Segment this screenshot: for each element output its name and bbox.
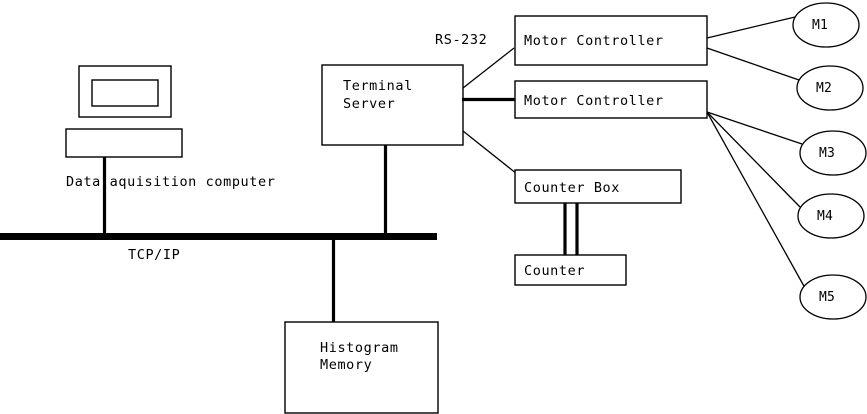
link-controller2-to-m5 bbox=[706, 111, 806, 289]
motor-m5-label: M5 bbox=[819, 290, 836, 305]
motor-controller-1-box bbox=[514, 15, 708, 66]
motor-m5-ellipse bbox=[799, 274, 867, 320]
motor-m1-label: M1 bbox=[812, 18, 829, 33]
motor-m4-ellipse bbox=[797, 193, 865, 239]
motor-m1-ellipse bbox=[792, 2, 860, 48]
tcpip-link-label: TCP/IP bbox=[128, 247, 181, 263]
link-terminal-to-counter-box bbox=[462, 130, 518, 175]
computer-base-unit bbox=[65, 128, 183, 158]
motor-m2-ellipse bbox=[796, 65, 864, 111]
rs232-link-label: RS-232 bbox=[435, 32, 488, 48]
motor-controller-2-label: Motor Controller bbox=[524, 93, 664, 109]
motor-m3-label: M3 bbox=[819, 146, 836, 161]
link-controller1-to-m1 bbox=[706, 16, 796, 39]
motor-controller-2-box bbox=[514, 80, 708, 119]
link-controller2-to-m4 bbox=[706, 111, 801, 208]
counter-box-device bbox=[514, 254, 627, 286]
motor-m3-ellipse bbox=[799, 130, 867, 176]
computer-caption: Data aquisition computer bbox=[66, 174, 276, 190]
link-controller2-to-m3 bbox=[706, 111, 803, 145]
link-terminal-to-motor-controller-1 bbox=[462, 47, 515, 89]
counter-label: Counter bbox=[524, 263, 586, 279]
counter-box bbox=[514, 169, 682, 204]
terminal-server-label-line2: Server bbox=[343, 96, 396, 112]
counter-box-label: Counter Box bbox=[524, 180, 621, 196]
link-controller1-to-m2 bbox=[706, 47, 800, 81]
terminal-server-box bbox=[321, 64, 464, 146]
histogram-memory-box bbox=[284, 321, 439, 414]
motor-m4-label: M4 bbox=[817, 209, 834, 224]
monitor-screen bbox=[91, 79, 159, 107]
motor-m2-label: M2 bbox=[816, 81, 833, 96]
histogram-memory-label-line2: Memory bbox=[320, 357, 373, 373]
motor-controller-1-label: Motor Controller bbox=[524, 33, 664, 49]
histogram-memory-label-line1: Histogram bbox=[320, 340, 399, 356]
terminal-server-label-line1: Terminal bbox=[343, 78, 413, 94]
